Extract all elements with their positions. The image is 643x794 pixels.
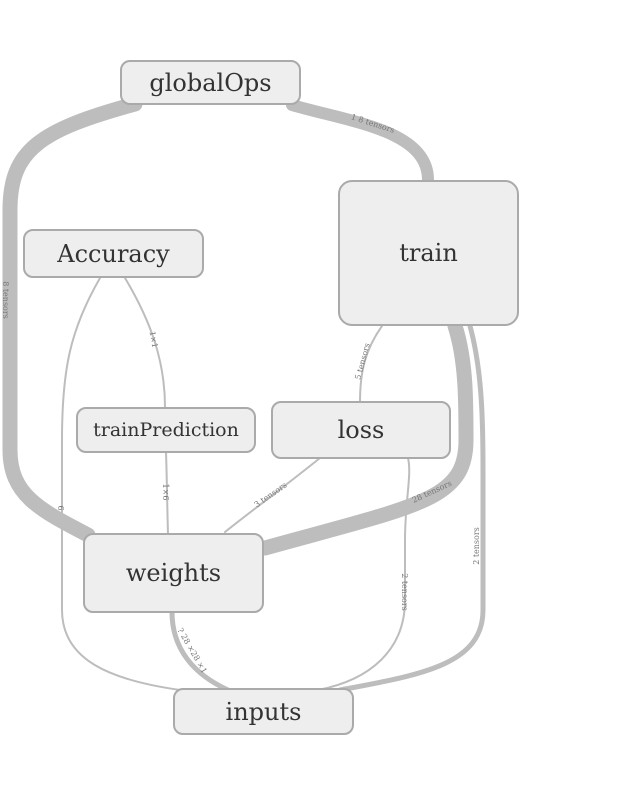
edge-globalops-weights [2, 96, 143, 543]
edge-label-trainprediction-weights: 1×6 [161, 484, 170, 501]
node-accuracy-label: Accuracy [57, 239, 170, 268]
edge-accuracy-inputs [61, 277, 181, 691]
edge-trainprediction-weights [165, 451, 169, 535]
edge-label-train-loss: 5 tensors [353, 342, 371, 381]
edge-label-accuracy-trainprediction: 1×1 [148, 330, 160, 348]
edge-label-loss-inputs: 2 tensors [400, 573, 409, 611]
edge-loss-inputs [317, 457, 411, 691]
node-loss[interactable]: loss [271, 401, 451, 459]
node-weights[interactable]: weights [83, 533, 264, 613]
edge-label-weights-left: 6 [56, 505, 65, 510]
node-weights-label: weights [125, 559, 222, 587]
edge-train-loss [359, 325, 383, 403]
edge-label-globalops-weights: 8 tensors [1, 281, 10, 319]
edge-label-train-inputs: 2 tensors [472, 527, 481, 565]
edge-train-inputs [337, 323, 486, 693]
edge-weights-inputs [169, 609, 231, 693]
node-inputs-label: inputs [225, 697, 302, 726]
node-train-label: train [399, 239, 458, 267]
node-globalops-label: globalOps [149, 68, 272, 97]
edge-accuracy-trainprediction [124, 277, 166, 408]
edge-loss-weights [224, 457, 321, 533]
node-loss-label: loss [337, 416, 385, 444]
edge-label-loss-weights: 3 tensors [253, 480, 289, 509]
node-accuracy[interactable]: Accuracy [23, 229, 204, 278]
edge-globalops-train [286, 99, 434, 186]
node-trainprediction[interactable]: trainPrediction [76, 407, 256, 453]
node-trainprediction-label: trainPrediction [93, 419, 239, 441]
node-inputs[interactable]: inputs [173, 688, 354, 735]
edge-train-weights [257, 318, 474, 556]
node-train[interactable]: train [338, 180, 519, 326]
node-globalops[interactable]: globalOps [120, 60, 301, 105]
